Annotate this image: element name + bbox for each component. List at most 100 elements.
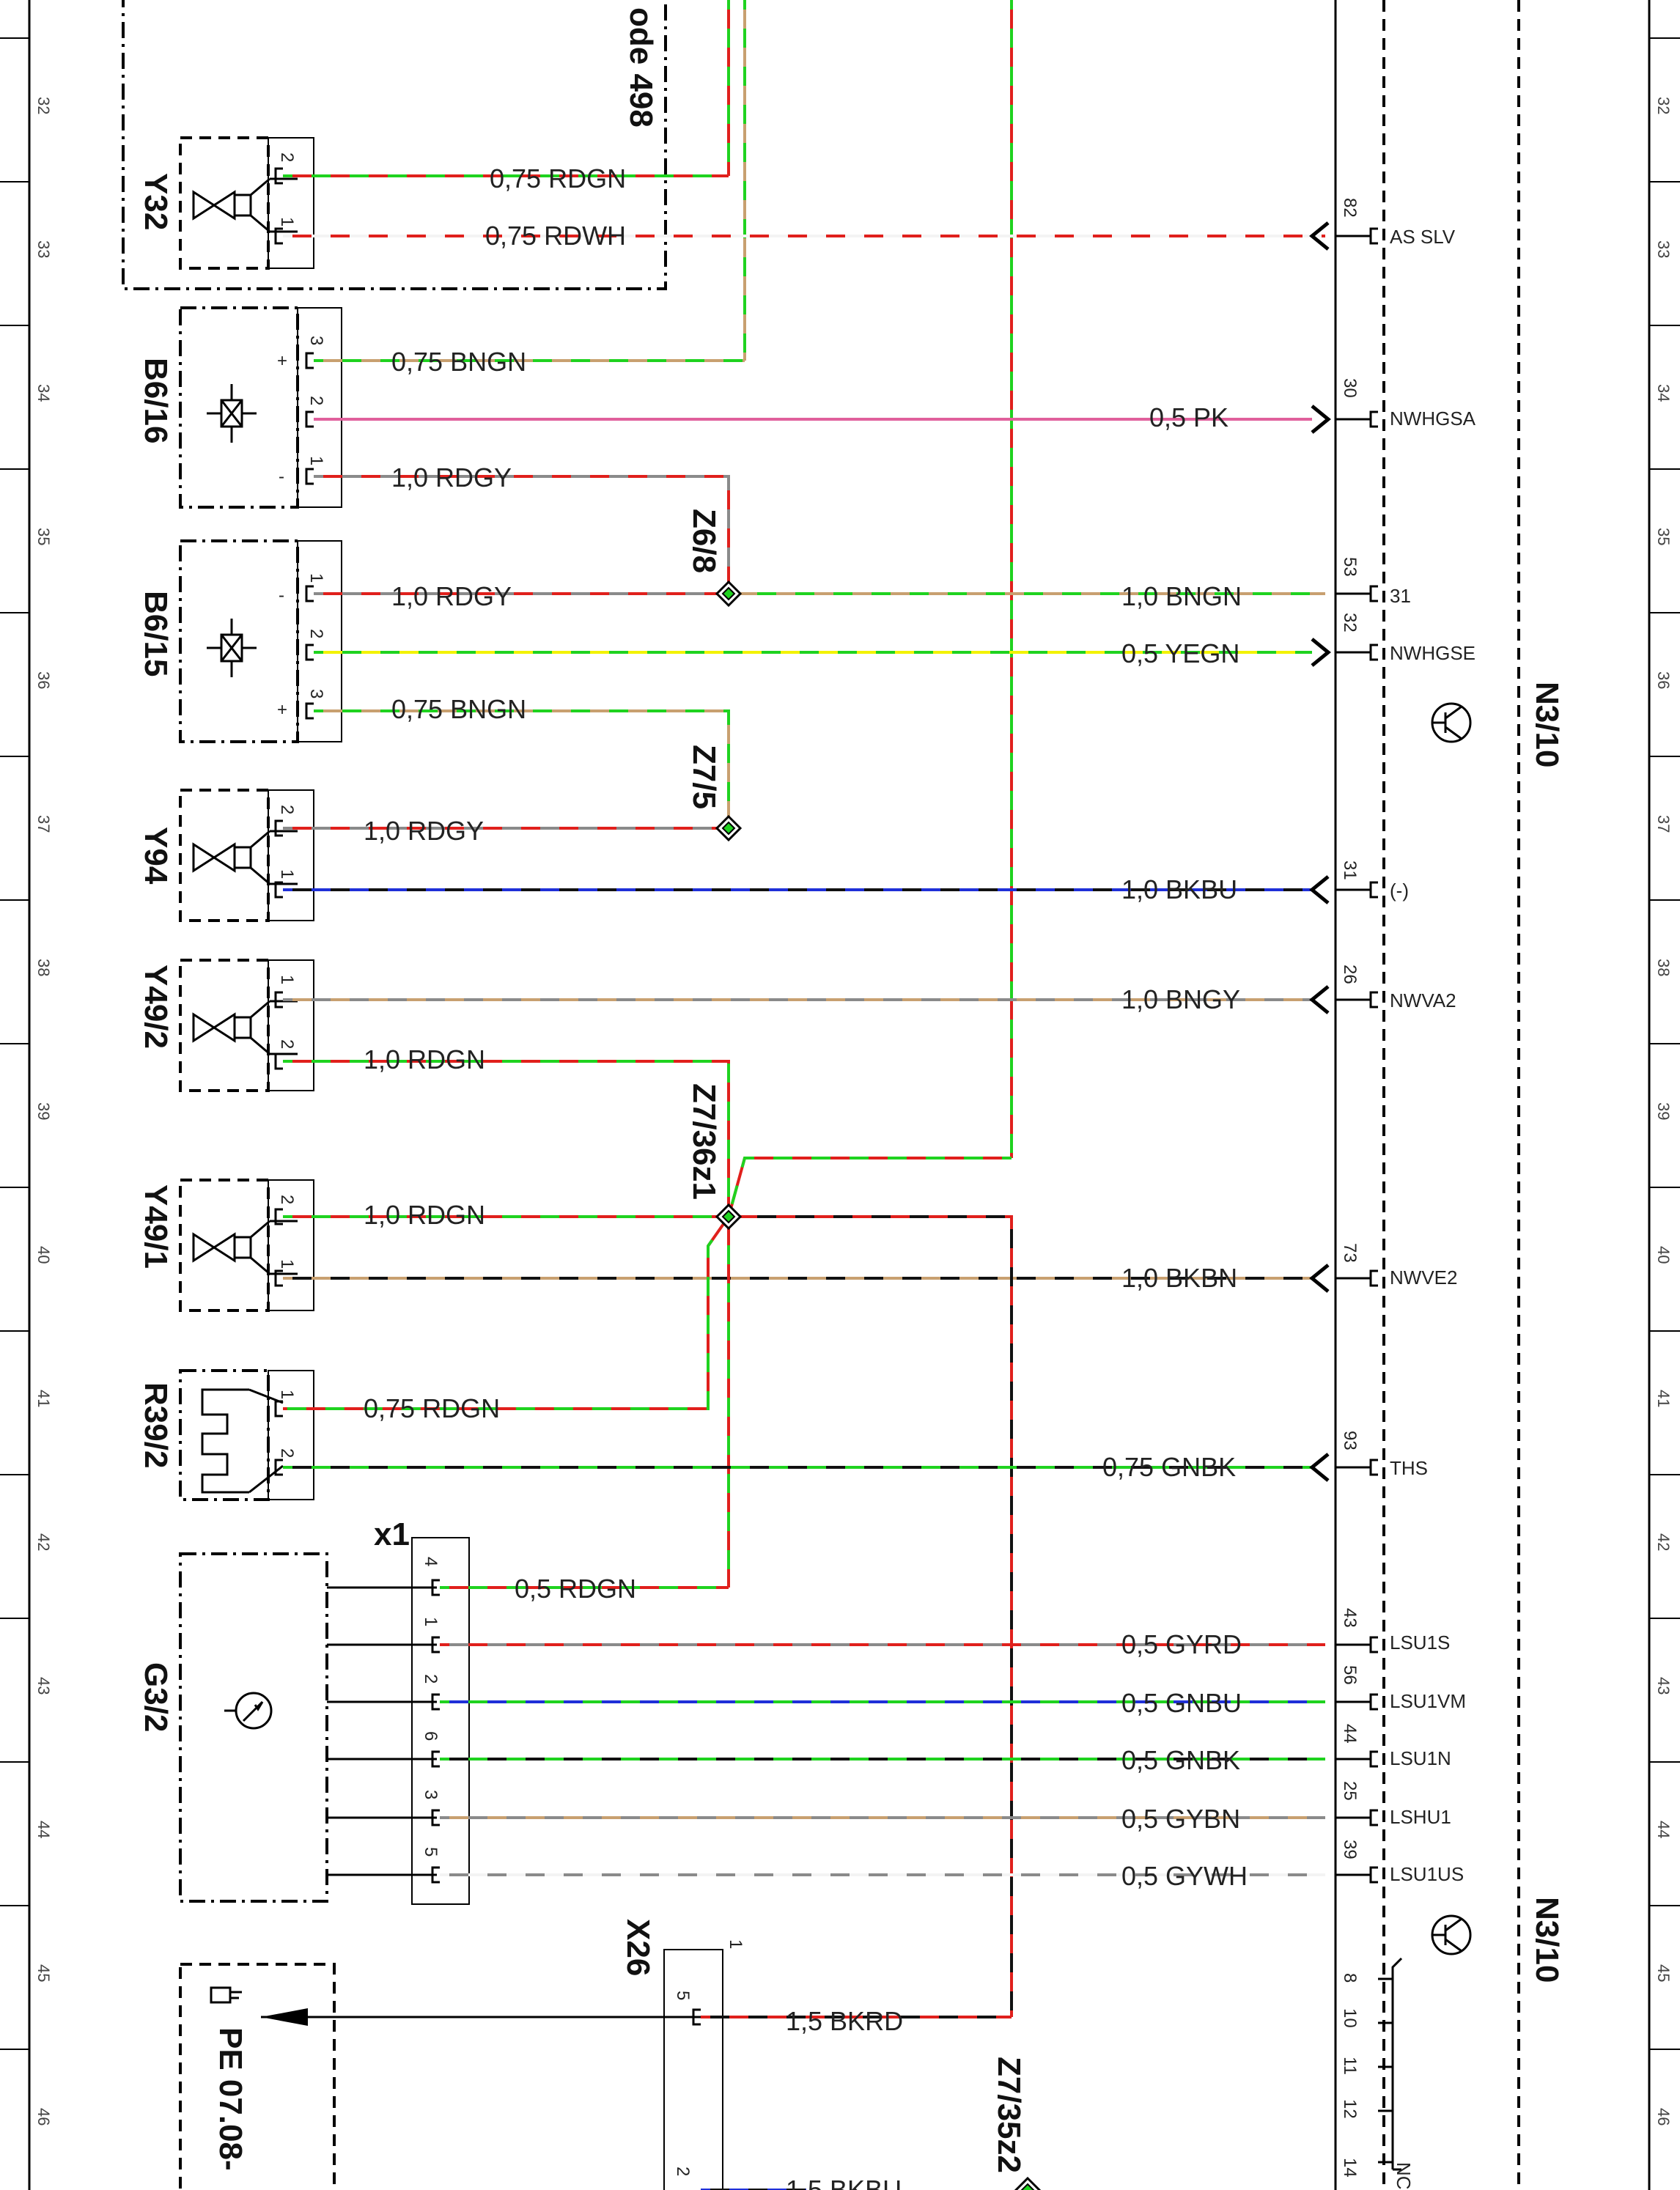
x26-pin-2: 2 — [673, 2167, 693, 2176]
ecu-signal-lshu1: LSHU1 — [1390, 1806, 1451, 1828]
grid-row-label: 36 — [1654, 671, 1673, 689]
b6-16-label: B6/16 — [138, 358, 174, 443]
splice-z7-36z1-label: Z7/36z1 — [686, 1083, 722, 1200]
wire-b615-3 — [314, 709, 730, 828]
y49-1-valve-symbol — [192, 1220, 298, 1275]
y492-pin-2: 2 — [277, 1039, 297, 1049]
grid-row-label: 37 — [34, 815, 53, 833]
grid-row-label: 32 — [34, 97, 53, 114]
grid-row-label: 42 — [34, 1533, 53, 1551]
grid-row-label: 34 — [1654, 384, 1673, 402]
grid-row-label: 39 — [34, 1102, 53, 1120]
grid-row-label: 40 — [1654, 1246, 1673, 1264]
b615-pin-3: 3 — [306, 689, 326, 698]
ecu-signal-ths: THS — [1390, 1457, 1428, 1479]
ecu-signal-lsu1vm: LSU1VM — [1390, 1690, 1466, 1712]
x26-pin-5: 5 — [673, 1991, 693, 2000]
ecu-pin-56: 56 — [1340, 1665, 1360, 1685]
ecu-pin-14: 14 — [1340, 2158, 1360, 2178]
grid-row-label: 46 — [34, 2108, 53, 2126]
ecu-connector-stub — [1369, 410, 1378, 428]
pe-hand-icon — [210, 1986, 242, 2004]
grid-row-label: 46 — [1654, 2108, 1673, 2126]
connector-pin-stub — [274, 167, 283, 185]
grid-row-label: 42 — [1654, 1533, 1673, 1551]
grid-row-label: 41 — [34, 1390, 53, 1407]
connector-pin-stub — [274, 1208, 283, 1225]
y49-1-label: Y49/1 — [138, 1184, 174, 1269]
wire-label-y492-2: 1,0 RDGN — [364, 1044, 485, 1074]
ecu-pin-30: 30 — [1340, 378, 1360, 398]
b616-pin-1: 1 — [306, 456, 326, 465]
grid-row-label: 40 — [34, 1246, 53, 1264]
ecu-input-arrow — [1311, 405, 1331, 434]
grid-row-label: 35 — [34, 528, 53, 545]
ecu-pin-12: 12 — [1340, 2099, 1360, 2119]
splice-z7-5 — [715, 814, 743, 842]
ecu-connector-stub — [1369, 1866, 1378, 1884]
ecu-pin-text: 82 30 53 32 31 26 73 93 43 56 44 25 39 8… — [1340, 198, 1476, 2190]
wire-z7-36z1-right — [729, 1215, 1013, 2017]
wire-label-y32-1: 0,75 RDWH — [485, 221, 626, 251]
ecu-output-arrow — [1309, 1264, 1330, 1293]
wire-label-b615-3: 0,75 BNGN — [391, 694, 526, 724]
x1-pin-4: 4 — [421, 1557, 441, 1566]
code-498-box — [122, 0, 667, 290]
grid-row-label: 34 — [34, 384, 53, 402]
ecu-connector-stub — [1369, 1636, 1378, 1653]
y491-pin-1: 1 — [277, 1259, 297, 1269]
ecu-pin-43: 43 — [1340, 1608, 1360, 1628]
r39-2-heater-symbol — [201, 1388, 284, 1494]
ecu-pin-32: 32 — [1340, 613, 1360, 633]
wire-label-b616-3: 0,75 BNGN — [391, 347, 526, 377]
r39-2-label: R39/2 — [138, 1382, 174, 1468]
ecu-connector-stub — [1369, 1693, 1378, 1711]
connector-pin-stub — [431, 1866, 440, 1884]
ecu-connector-stub — [1369, 1809, 1378, 1826]
ecu-output-arrow — [1309, 985, 1330, 1014]
ecu-pin-31: 31 — [1340, 860, 1360, 880]
ecu-bracket — [1391, 1957, 1403, 2171]
grid-row-label: 33 — [1654, 240, 1673, 258]
wire-label-bngy: 1,0 BNGY — [1121, 984, 1240, 1014]
ecu-pin-25: 25 — [1340, 1781, 1360, 1801]
wire-label-gnbu: 0,5 GNBU — [1121, 1688, 1242, 1718]
b6-15-pin-block — [297, 540, 342, 742]
y94-pin-block — [268, 789, 314, 921]
y32-pin-2: 2 — [277, 152, 297, 162]
ecu-output-arrow — [1309, 875, 1330, 904]
splice-z7-35z2-label: Z7/35z2 — [991, 2057, 1027, 2173]
y94-valve-symbol — [192, 830, 298, 885]
wire-label-gybn: 0,5 GYBN — [1121, 1804, 1240, 1834]
splice-z7-5-label: Z7/5 — [686, 745, 722, 809]
ecu-signal-nwve2: NWVE2 — [1390, 1267, 1457, 1288]
ecu-signal-31: 31 — [1390, 585, 1411, 607]
connector-pin-stub — [305, 410, 314, 428]
r392-pin-1: 1 — [277, 1390, 297, 1399]
x1-pin-5: 5 — [421, 1847, 441, 1857]
wire-trunk-main-join — [727, 1157, 1012, 1217]
wire-label-bkrd: 1,5 BKRD — [786, 2006, 903, 2036]
splice-z6-8-label: Z6/8 — [686, 509, 722, 573]
y32-valve-symbol — [192, 177, 298, 233]
grid-row-label: 45 — [34, 1964, 53, 1982]
grid-row-label: 33 — [34, 240, 53, 258]
wire-label-gywh: 0,5 GYWH — [1121, 1861, 1248, 1891]
ecu-signal-minus: (-) — [1390, 880, 1409, 902]
r39-2-pin-block — [268, 1370, 314, 1500]
ecu-signal-lsu1us: LSU1US — [1390, 1863, 1464, 1885]
grid-row-label: 36 — [34, 671, 53, 689]
grid-row-label: 44 — [1654, 1821, 1673, 1838]
connector-pin-stub — [431, 1750, 440, 1768]
splice-z7-35z2 — [1014, 2176, 1042, 2190]
b6-16-pin-block — [297, 307, 342, 508]
wire-label-gyrd: 0,5 GYRD — [1121, 1629, 1242, 1659]
grid-row-label: 39 — [1654, 1102, 1673, 1120]
ecu-signal-lsu1n: LSU1N — [1390, 1747, 1451, 1769]
y32-label: Y32 — [138, 173, 174, 230]
connector-pin-stub — [305, 644, 314, 661]
connector-pin-stub — [431, 1579, 440, 1596]
ecu-connector-stub — [1369, 1750, 1378, 1768]
ecu-connector-stub — [1369, 1459, 1378, 1476]
